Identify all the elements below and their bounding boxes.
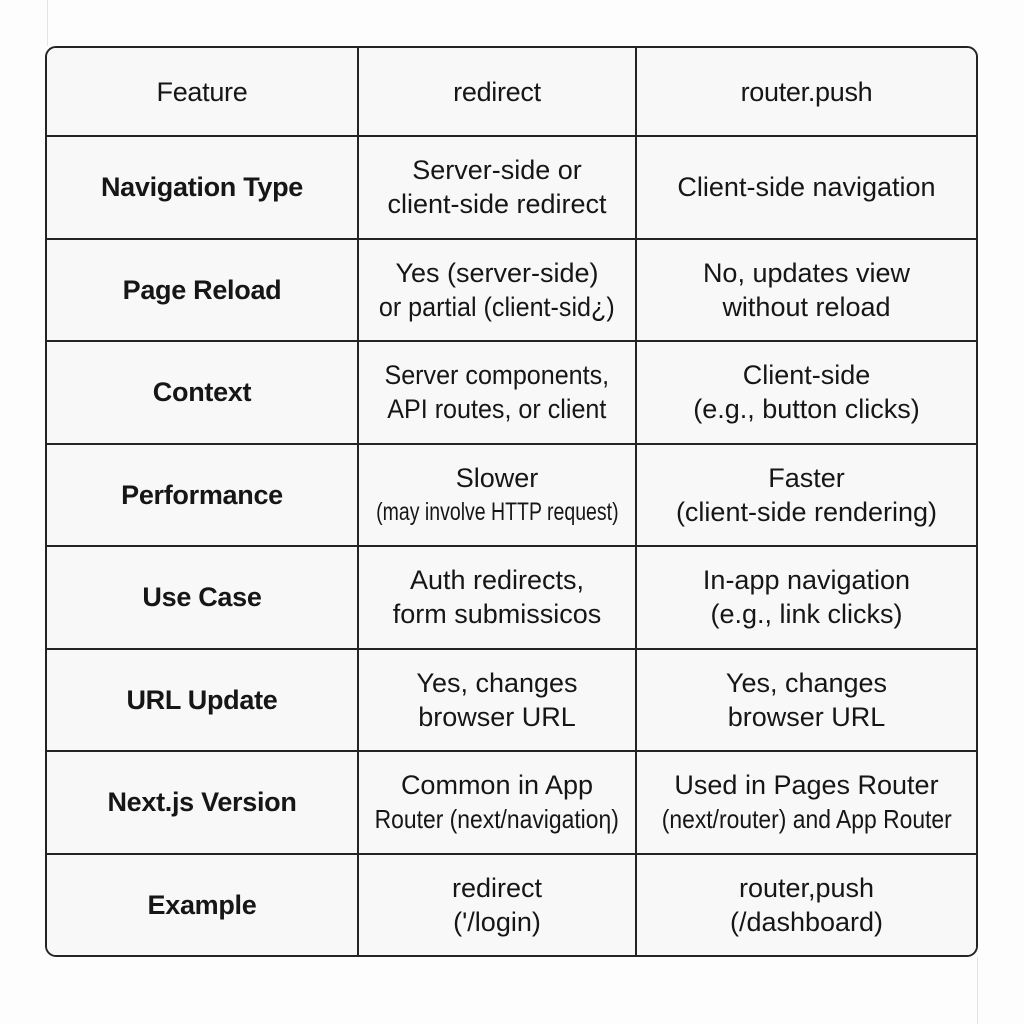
router-push-cell: In-app navigation (e.g., link clicks) bbox=[635, 545, 976, 648]
cell-line: (next/router) and App Router bbox=[661, 804, 952, 835]
redirect-cell: Slower (may involve HTTP request) bbox=[357, 442, 635, 545]
cell-line: Auth redirects, bbox=[409, 565, 585, 596]
cell-line: router,push bbox=[738, 872, 875, 903]
feature-cell: Context bbox=[47, 340, 357, 443]
cell-line: (e.g., button clicks) bbox=[693, 394, 920, 425]
header-cell-redirect: redirect bbox=[357, 48, 635, 135]
cell-line: form submissicos bbox=[392, 599, 602, 630]
feature-cell: Example bbox=[47, 852, 357, 955]
cell-line: or partial (client-sid¿) bbox=[379, 291, 615, 322]
cell-line: browser URL bbox=[727, 701, 886, 732]
cell-line: Performance bbox=[121, 479, 283, 510]
cell-line: (/dashboard) bbox=[729, 906, 884, 937]
header-cell-feature: Feature bbox=[47, 48, 357, 135]
cell-line: Example bbox=[147, 889, 257, 920]
border-artifact-line-bottom bbox=[977, 957, 978, 1024]
cell-line: Yes, changes bbox=[416, 667, 578, 698]
redirect-cell: Yes (server-side) or partial (client-sid… bbox=[357, 237, 635, 340]
cell-line: (client-side rendering) bbox=[675, 496, 938, 527]
redirect-cell: Server components, API routes, or client bbox=[357, 340, 635, 443]
router-push-cell: Client-side (e.g., button clicks) bbox=[635, 340, 976, 443]
redirect-cell: Yes, changes browser URL bbox=[357, 647, 635, 750]
feature-cell: URL Update bbox=[47, 647, 357, 750]
cell-line: Router (next/navigatioη) bbox=[374, 804, 620, 835]
cell-line: URL Update bbox=[126, 684, 278, 715]
cell-line: API routes, or client bbox=[387, 394, 607, 425]
cell-line: Client-side navigation bbox=[677, 172, 936, 203]
header-label: Feature bbox=[156, 76, 248, 107]
comparison-table: Feature redirect router.push Navigation … bbox=[45, 46, 978, 957]
redirect-cell: Common in App Router (next/navigatioη) bbox=[357, 750, 635, 853]
feature-cell: Page Reload bbox=[47, 237, 357, 340]
cell-line: client-side redirect bbox=[387, 189, 607, 220]
cell-line: browser URL bbox=[418, 701, 576, 732]
cell-line: No, updates view bbox=[702, 257, 911, 288]
header-label: redirect bbox=[453, 76, 541, 107]
router-push-cell: No, updates view without reload bbox=[635, 237, 976, 340]
cell-line: Server-side or bbox=[412, 155, 582, 186]
feature-cell: Navigation Type bbox=[47, 135, 357, 238]
router-push-cell: Faster (client-side rendering) bbox=[635, 442, 976, 545]
router-push-cell: router,push (/dashboard) bbox=[635, 852, 976, 955]
cell-line: without reload bbox=[722, 291, 891, 322]
cell-line: Use Case bbox=[142, 582, 262, 613]
feature-cell: Use Case bbox=[47, 545, 357, 648]
cell-line: Page Reload bbox=[122, 274, 282, 305]
feature-cell: Next.js Version bbox=[47, 750, 357, 853]
cell-line: Server components, bbox=[384, 360, 610, 391]
cell-line: Navigation Type bbox=[100, 172, 304, 203]
cell-line: (may involve HTTP request) bbox=[375, 497, 619, 526]
router-push-cell: Client-side navigation bbox=[635, 135, 976, 238]
border-artifact-line-top bbox=[47, 0, 48, 46]
redirect-cell: redirect ('/login) bbox=[357, 852, 635, 955]
cell-line: Yes (server-side) bbox=[395, 257, 599, 288]
cell-line: (e.g., link clicks) bbox=[710, 599, 903, 630]
router-push-cell: Yes, changes browser URL bbox=[635, 647, 976, 750]
cell-line: Context bbox=[152, 377, 252, 408]
cell-line: Used in Pages Router bbox=[674, 770, 939, 801]
feature-cell: Performance bbox=[47, 442, 357, 545]
cell-line: Client-side bbox=[742, 360, 871, 391]
cell-line: Faster bbox=[768, 462, 845, 493]
header-cell-router-push: router.push bbox=[635, 48, 976, 135]
cell-line: Common in App bbox=[400, 770, 594, 801]
router-push-cell: Used in Pages Router (next/router) and A… bbox=[635, 750, 976, 853]
redirect-cell: Server-side or client-side redirect bbox=[357, 135, 635, 238]
redirect-cell: Auth redirects, form submissicos bbox=[357, 545, 635, 648]
cell-line: Yes, changes bbox=[725, 667, 888, 698]
cell-line: Next.js Version bbox=[107, 787, 297, 818]
cell-line: Slower bbox=[455, 462, 539, 493]
cell-line: In-app navigation bbox=[702, 565, 911, 596]
cell-line: ('/login) bbox=[453, 906, 541, 937]
header-label: router.push bbox=[740, 76, 873, 107]
cell-line: redirect bbox=[451, 872, 543, 903]
